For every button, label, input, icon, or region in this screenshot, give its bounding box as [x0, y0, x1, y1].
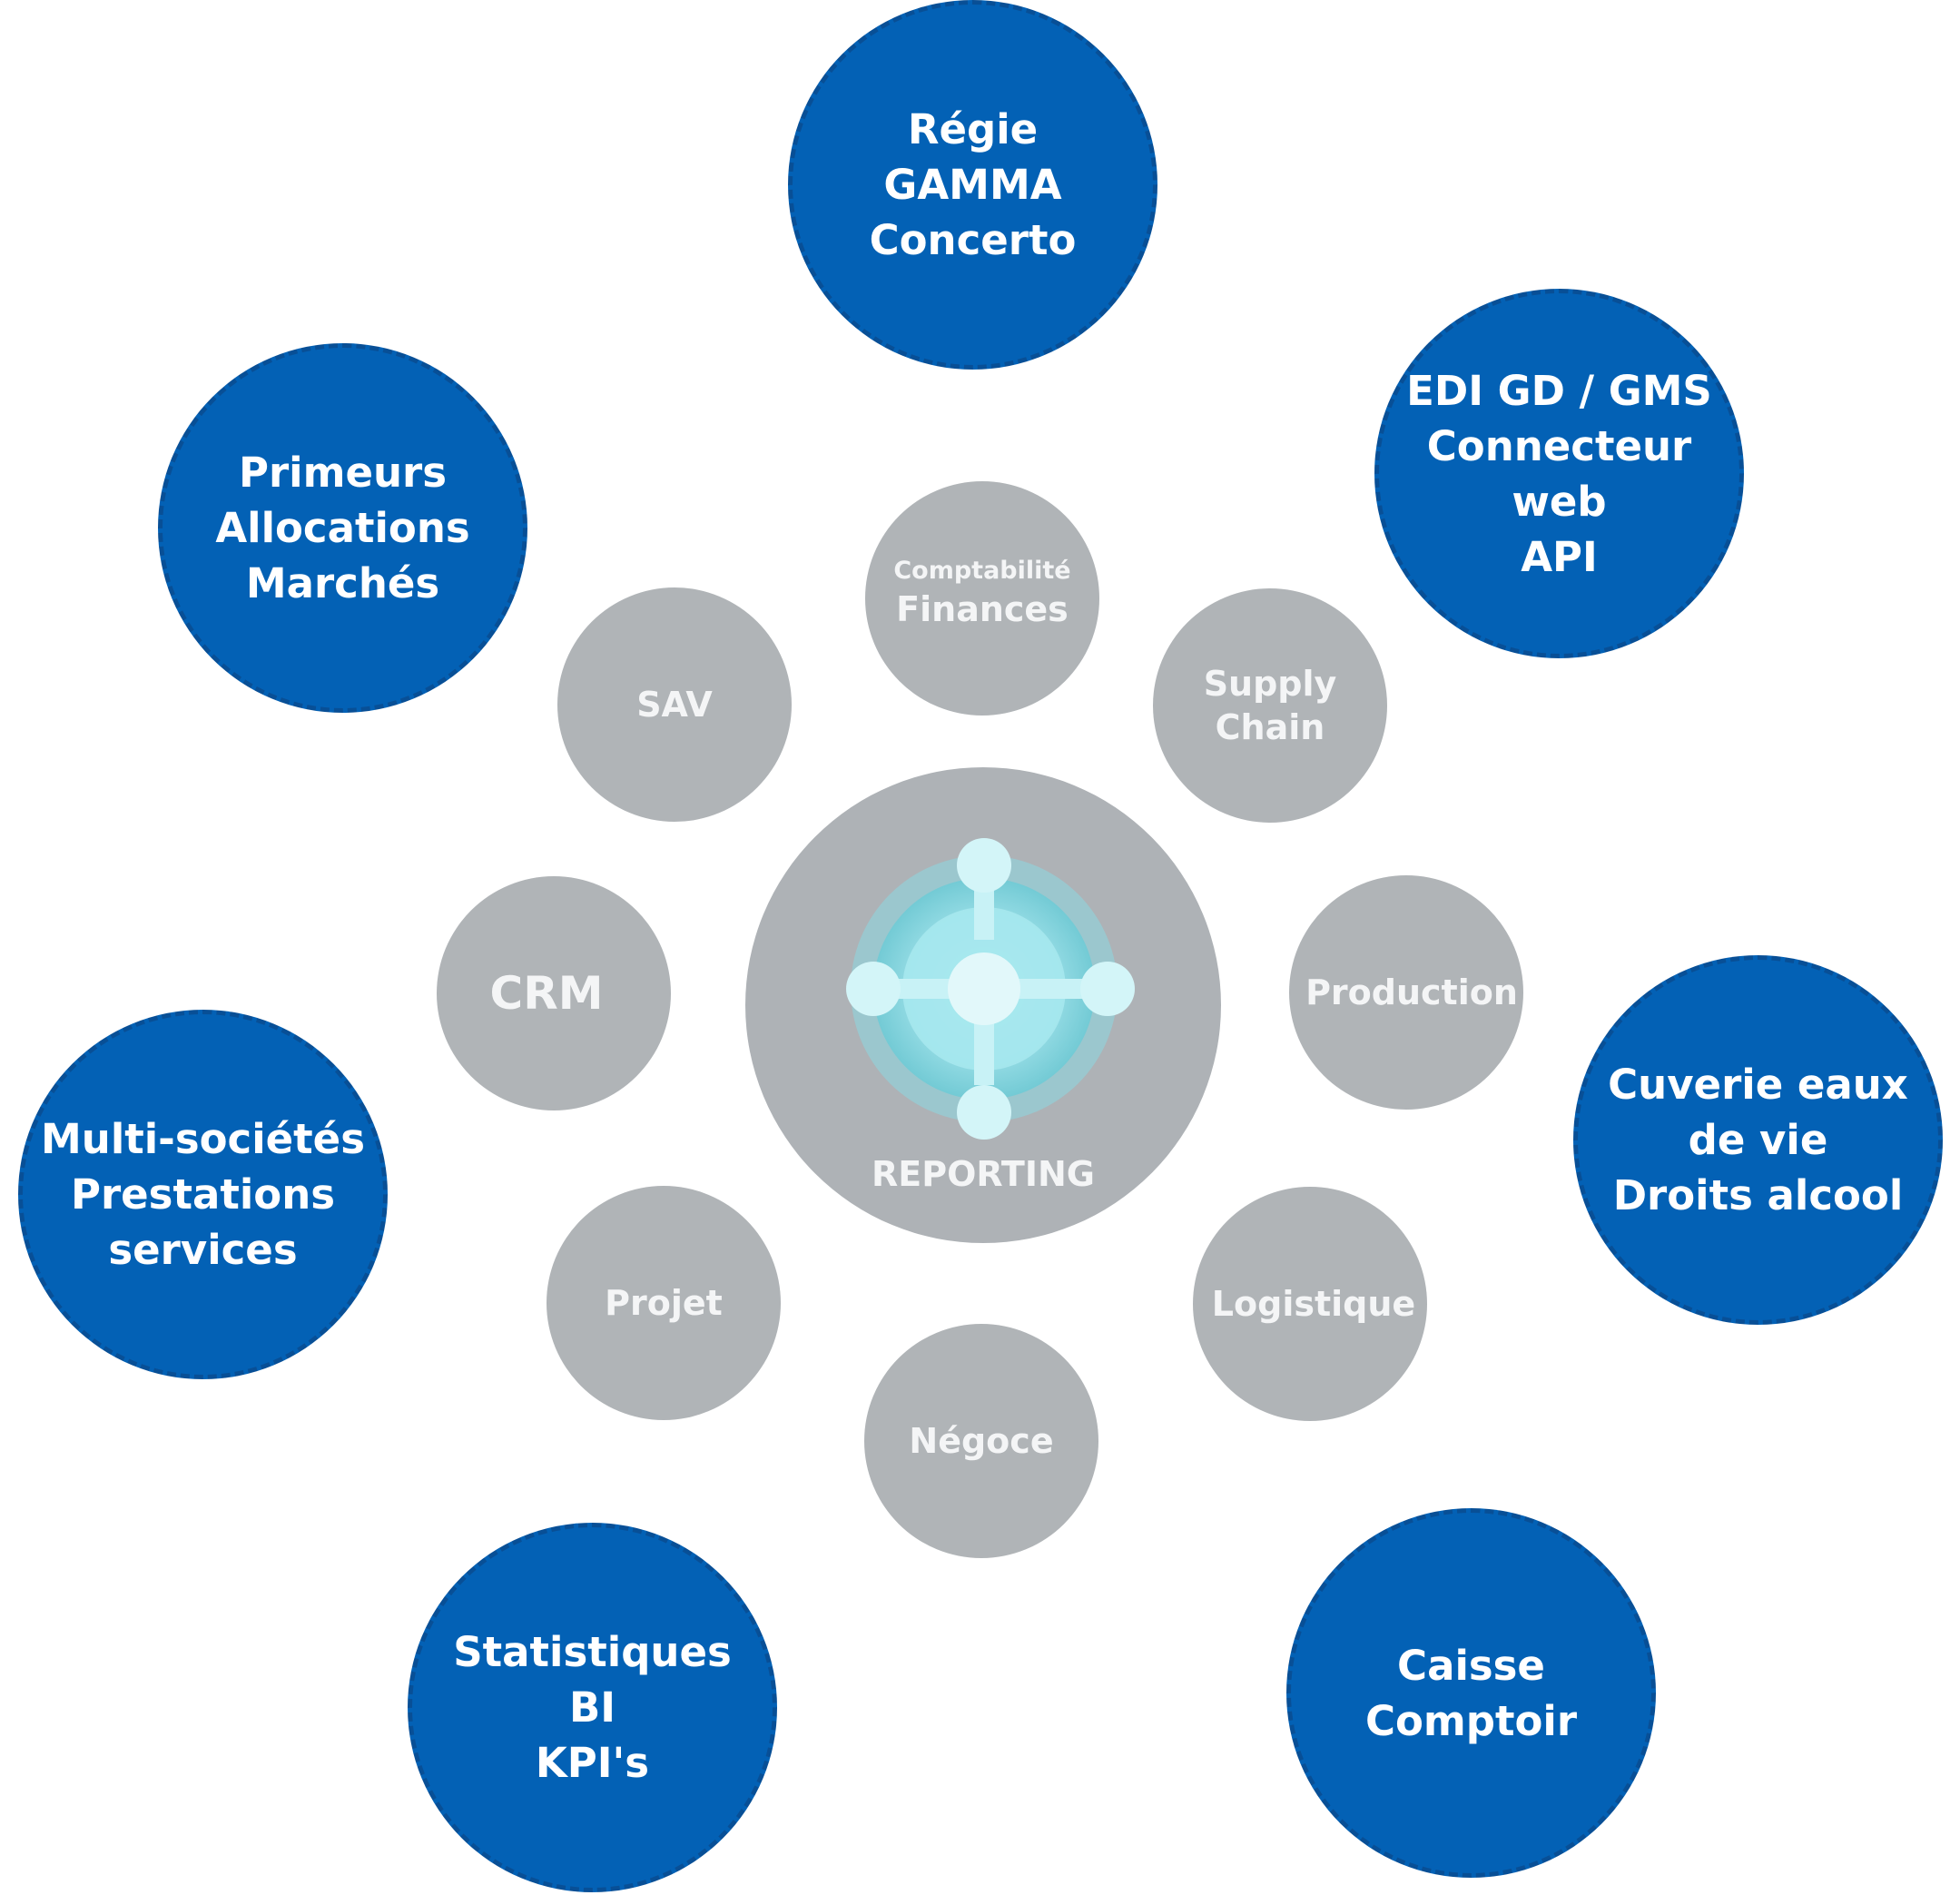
feature-multi-societes-line-3: services — [108, 1226, 298, 1274]
module-sav-line-1: SAV — [636, 685, 713, 725]
module-crm: CRM — [437, 876, 671, 1110]
feature-statistiques-line-2: BI — [568, 1683, 616, 1732]
module-negoce: Négoce — [864, 1324, 1098, 1558]
feature-edi-line-3: web — [1512, 477, 1607, 526]
reporting-label: REPORTING — [872, 1154, 1095, 1194]
feature-primeurs-line-3: Marchés — [245, 559, 440, 607]
feature-primeurs-line-2: Allocations — [215, 504, 470, 552]
module-logistique-line-1: Logistique — [1211, 1284, 1416, 1324]
module-comptabilite-line-2: Finances — [896, 589, 1069, 629]
module-logistique: Logistique — [1193, 1187, 1427, 1421]
feature-regie: Régie GAMMA Concerto — [788, 0, 1157, 370]
feature-caisse-line-2: Comptoir — [1364, 1696, 1578, 1745]
reporting-hub: REPORTING — [745, 767, 1221, 1243]
feature-regie-line-1: Régie — [907, 105, 1039, 153]
business-central-hub-icon — [846, 838, 1135, 1140]
feature-cuverie-line-3: Droits alcool — [1612, 1171, 1904, 1219]
feature-multi-societes: Multi-sociétés Prestations services — [18, 1010, 388, 1379]
feature-caisse-line-1: Caisse — [1397, 1641, 1545, 1690]
feature-cuverie: Cuverie eaux de vie Droits alcool — [1573, 955, 1943, 1325]
feature-edi-line-2: Connecteur — [1426, 421, 1692, 470]
feature-cuverie-line-2: de vie — [1688, 1116, 1828, 1164]
module-production: Production — [1289, 875, 1523, 1110]
module-comptabilite: Comptabilité Finances — [865, 481, 1099, 716]
module-crm-line-1: CRM — [489, 967, 604, 1020]
module-supply-chain-line-2: Chain — [1215, 707, 1325, 747]
feature-primeurs: Primeurs Allocations Marchés — [158, 343, 527, 713]
feature-regie-line-2: GAMMA — [883, 161, 1062, 209]
module-supply-chain: Supply Chain — [1153, 588, 1387, 823]
feature-statistiques: Statistiques BI KPI's — [408, 1523, 777, 1892]
feature-multi-societes-line-1: Multi-sociétés — [41, 1115, 365, 1163]
feature-statistiques-line-3: KPI's — [535, 1739, 650, 1787]
feature-statistiques-line-1: Statistiques — [453, 1628, 732, 1676]
module-projet-line-1: Projet — [605, 1283, 723, 1323]
feature-caisse: Caisse Comptoir — [1286, 1508, 1656, 1878]
feature-cuverie-line-1: Cuverie eaux — [1608, 1061, 1908, 1109]
module-supply-chain-line-1: Supply — [1203, 664, 1337, 704]
module-comptabilite-line-1: Comptabilité — [893, 557, 1071, 585]
module-projet: Projet — [547, 1186, 781, 1420]
feature-edi-line-4: API — [1521, 532, 1598, 581]
module-production-line-1: Production — [1305, 972, 1518, 1012]
feature-primeurs-line-1: Primeurs — [238, 449, 448, 497]
feature-edi: EDI GD / GMS Connecteur web API — [1374, 289, 1744, 658]
module-negoce-line-1: Négoce — [909, 1421, 1054, 1461]
feature-regie-line-3: Concerto — [869, 216, 1077, 264]
feature-edi-line-1: EDI GD / GMS — [1406, 366, 1712, 415]
module-sav: SAV — [557, 587, 792, 822]
feature-multi-societes-line-2: Prestations — [70, 1170, 336, 1219]
